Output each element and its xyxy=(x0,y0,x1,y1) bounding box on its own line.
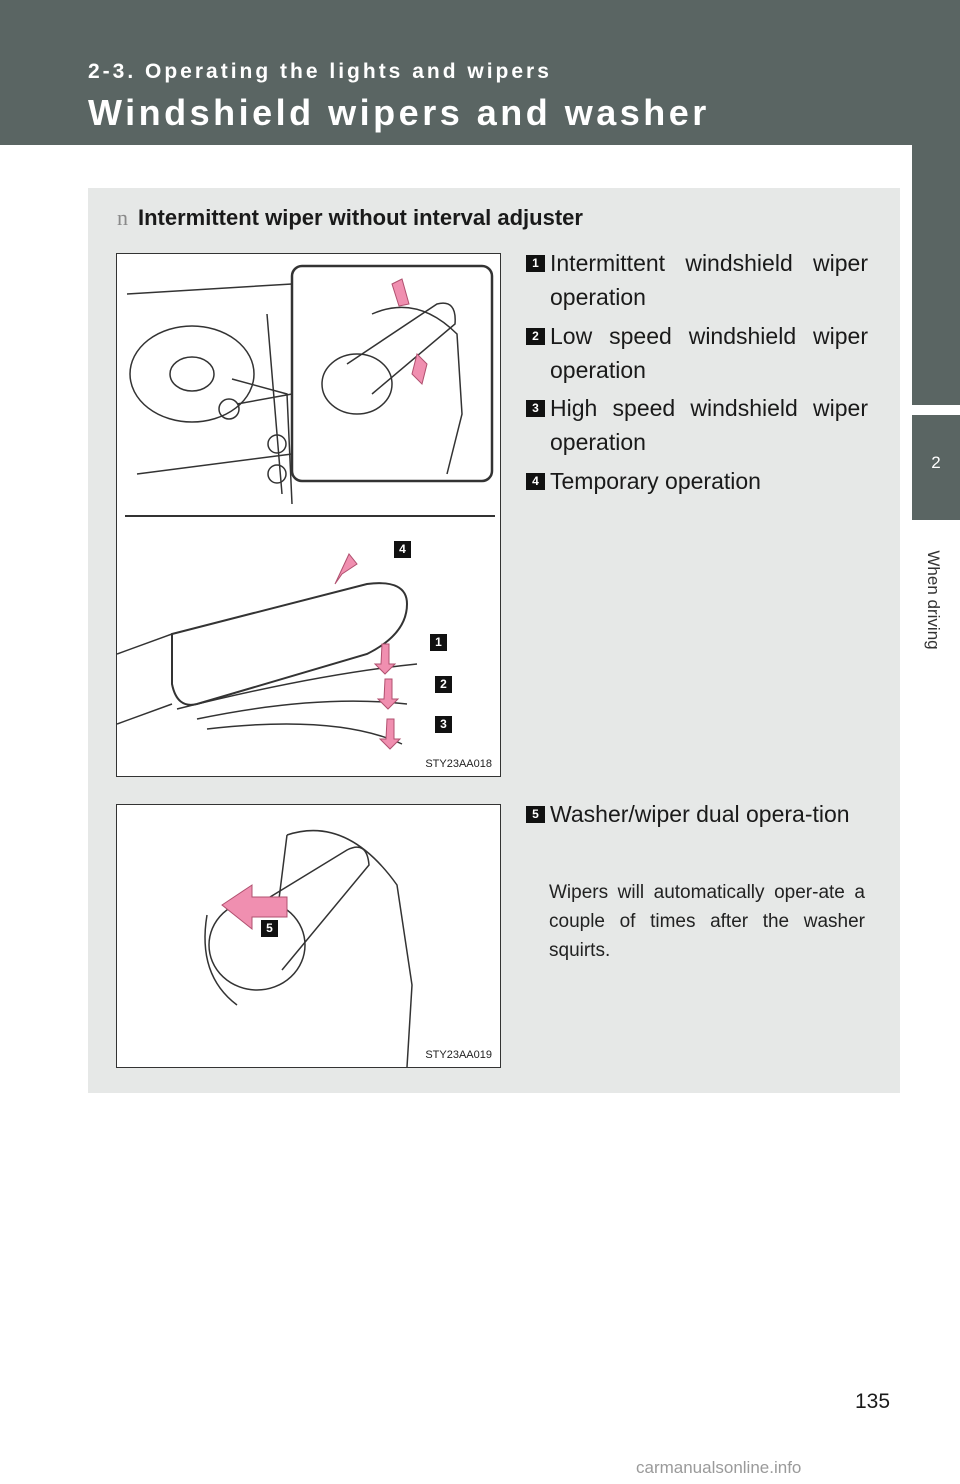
subheading: n Intermittent wiper without interval adj… xyxy=(117,205,583,231)
dash-knob-shape xyxy=(267,434,287,454)
figure-code: STY23AA019 xyxy=(425,1049,492,1061)
hand-shape xyxy=(276,829,413,1067)
zoom-inset-frame xyxy=(290,264,494,483)
callout-1: 1 xyxy=(430,634,447,651)
chapter-number: 2 xyxy=(931,453,941,472)
arrows xyxy=(334,278,428,750)
lever-position-lines xyxy=(176,663,418,745)
callout-4: 4 xyxy=(394,541,411,558)
list-item: 1 Intermittent windshield wiper operation xyxy=(526,246,868,314)
column-lines xyxy=(117,633,173,725)
note-text: Wipers will automatically oper-ate a cou… xyxy=(549,882,865,961)
lever-base-shape xyxy=(321,353,393,415)
header-bar: 2-3. Operating the lights and wipers Win… xyxy=(0,0,960,145)
list-item: 5 Washer/wiper dual opera-tion xyxy=(526,797,868,831)
dashboard-lines xyxy=(126,283,293,495)
list-item: 4 Temporary operation xyxy=(526,464,868,498)
side-tab-top xyxy=(912,145,960,405)
callout-line xyxy=(231,378,293,505)
figure-wiper-lever: 4 1 2 3 STY23AA018 xyxy=(116,253,501,777)
chapter-tab[interactable]: 2 xyxy=(912,415,960,520)
item-number: 3 xyxy=(526,400,545,417)
figure-code: STY23AA018 xyxy=(425,758,492,770)
arrow-pull-icon xyxy=(221,884,288,931)
lever-shape xyxy=(346,302,456,395)
callout-3: 3 xyxy=(435,716,452,733)
item-number: 2 xyxy=(526,328,545,345)
arrow-temporary-icon xyxy=(334,553,358,585)
chapter-label-container: When driving xyxy=(918,535,948,675)
arrow-up-icon xyxy=(391,278,410,307)
wiper-lever-illustration xyxy=(117,264,495,750)
figure-washer: 5 STY23AA019 xyxy=(116,804,501,1068)
item-number: 1 xyxy=(526,255,545,272)
washer-illustration xyxy=(204,829,413,1067)
callout-5: 5 xyxy=(261,920,278,937)
subheading-text: Intermittent wiper without interval adju… xyxy=(138,205,583,230)
section-label: 2-3. Operating the lights and wipers xyxy=(88,60,552,83)
item-text: High speed windshield wiper operation xyxy=(550,395,868,455)
steering-wheel-shape xyxy=(129,325,255,423)
lever-closeup-shape xyxy=(171,582,409,706)
item-number: 5 xyxy=(526,806,545,823)
dash-knob-shape xyxy=(267,464,287,484)
item-text: Low speed windshield wiper operation xyxy=(550,323,868,383)
bullet-icon: n xyxy=(117,205,128,230)
page-title: Windshield wipers and washer xyxy=(88,92,710,133)
arrow-down-icon xyxy=(411,353,428,385)
list-item: 2 Low speed windshield wiper operation xyxy=(526,319,868,387)
callout-2: 2 xyxy=(435,676,452,693)
item-text: Temporary operation xyxy=(550,468,761,494)
item-text: Washer/wiper dual opera-tion xyxy=(550,801,850,827)
item-number: 4 xyxy=(526,473,545,490)
page-number: 135 xyxy=(855,1390,891,1413)
steering-hub-shape xyxy=(169,356,215,392)
hand-shape xyxy=(371,306,463,475)
arrow-2-icon xyxy=(376,678,400,710)
item-text: Intermittent windshield wiper operation xyxy=(550,250,868,310)
list-item: 3 High speed windshield wiper operation xyxy=(526,391,868,459)
chapter-label: When driving xyxy=(924,550,943,650)
column-arc xyxy=(204,914,238,1006)
ignition-shape xyxy=(218,398,240,420)
watermark[interactable]: carmanualsonline.info xyxy=(636,1458,802,1477)
arrow-1-icon xyxy=(373,643,397,675)
arrow-3-icon xyxy=(378,718,402,750)
